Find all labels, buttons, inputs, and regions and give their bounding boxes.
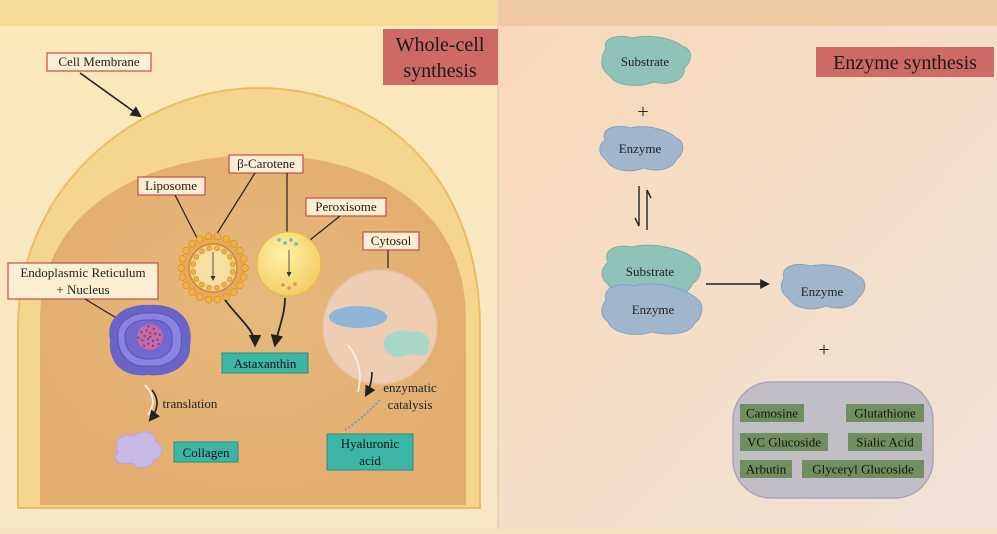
product-tag-box <box>846 404 924 422</box>
product-tag-box <box>740 404 804 422</box>
hyaluronic-chain <box>344 399 381 431</box>
enzyme-blob <box>599 126 684 172</box>
peroxisome-to-astaxanthin-arrow <box>270 297 286 348</box>
right-top-strip <box>499 0 997 26</box>
complex-enzyme-label: Enzyme <box>632 302 675 317</box>
cytosol-catalysis-arrow <box>364 371 376 397</box>
liposome-label-box <box>137 176 206 196</box>
product-tag-label: Camosine <box>746 406 798 421</box>
liposome-label: Liposome <box>145 178 197 193</box>
plus-sign-1: + <box>637 101 648 123</box>
product-tags: Camosine Glutathione VC Glucoside Sialic Ac… <box>740 404 924 478</box>
whole-cell-title-line2: synthesis <box>403 60 477 82</box>
whole-cell-title-line1: Whole-cell <box>396 34 485 56</box>
collagen-label: Collagen <box>183 445 230 460</box>
complex-enzyme-blob <box>601 283 703 335</box>
er-nucleus-icon <box>109 304 191 376</box>
product-tag-label: Glyceryl Glucoside <box>812 462 914 477</box>
peroxisome-icon <box>256 231 322 297</box>
released-enzyme-label: Enzyme <box>801 284 844 299</box>
complex-substrate-label: Substrate <box>626 264 675 279</box>
substrate-blob <box>601 35 691 86</box>
enzyme-synthesis-title-box <box>816 47 994 77</box>
beta-carotene-pointer-1 <box>212 172 256 241</box>
product-tag-box <box>740 460 792 478</box>
peroxisome-pointer <box>309 215 341 241</box>
astaxanthin-label: Astaxanthin <box>234 356 297 371</box>
enzyme-synthesis-title: Enzyme synthesis <box>833 52 977 74</box>
liposome-pointer <box>174 194 199 241</box>
beta-carotene-label-box <box>228 154 304 174</box>
enzymatic-label-line1: enzymatic <box>383 380 437 395</box>
peroxisome-label: Peroxisome <box>315 199 377 214</box>
plus-sign-2: + <box>818 339 829 361</box>
product-tag-box <box>740 433 828 451</box>
cell-membrane-label-box <box>46 52 152 72</box>
cytosol-icon <box>322 269 438 385</box>
hyaluronic-label-line2: acid <box>359 453 381 468</box>
hyaluronic-label-line1: Hyaluronic <box>341 436 400 451</box>
peroxisome-label-box <box>305 197 387 217</box>
cell-membrane-label: Cell Membrane <box>58 54 139 69</box>
product-tag-box <box>802 460 924 478</box>
er-label-line1: Endoplasmic Reticulum <box>20 265 145 280</box>
enzymatic-label-line2: catalysis <box>388 397 433 412</box>
cytoplasm-shape <box>40 155 466 505</box>
cytosol-curve-1 <box>347 344 361 393</box>
astaxanthin-box <box>221 352 309 374</box>
cytosol-label: Cytosol <box>371 233 412 248</box>
cytosol-label-box <box>362 231 420 251</box>
product-tag-label: Sialic Acid <box>856 435 914 450</box>
liposome-icon <box>177 232 249 304</box>
collagen-box <box>173 441 239 463</box>
whole-cell-title-box <box>383 29 498 85</box>
translation-arrow <box>148 389 160 422</box>
product-tag-box <box>848 433 922 451</box>
enzyme-label: Enzyme <box>619 141 662 156</box>
liposome-to-astaxanthin-arrow <box>224 299 262 348</box>
released-enzyme-blob <box>780 264 866 310</box>
left-top-strip <box>0 0 497 26</box>
er-label-line2: + Nucleus <box>56 282 109 297</box>
er-label-box <box>7 262 159 300</box>
beta-carotene-label: β-Carotene <box>237 156 295 171</box>
collagen-icon <box>114 431 163 469</box>
substrate-label: Substrate <box>621 54 670 69</box>
product-tag-label: Arbutin <box>746 462 787 477</box>
product-tag-label: VC Glucoside <box>747 435 821 450</box>
translation-label: translation <box>163 396 218 411</box>
hyaluronic-box <box>326 433 414 471</box>
product-tag-label: Glutathione <box>854 406 916 421</box>
cell-membrane-arrow <box>79 72 142 118</box>
complex-substrate-blob <box>601 244 701 297</box>
